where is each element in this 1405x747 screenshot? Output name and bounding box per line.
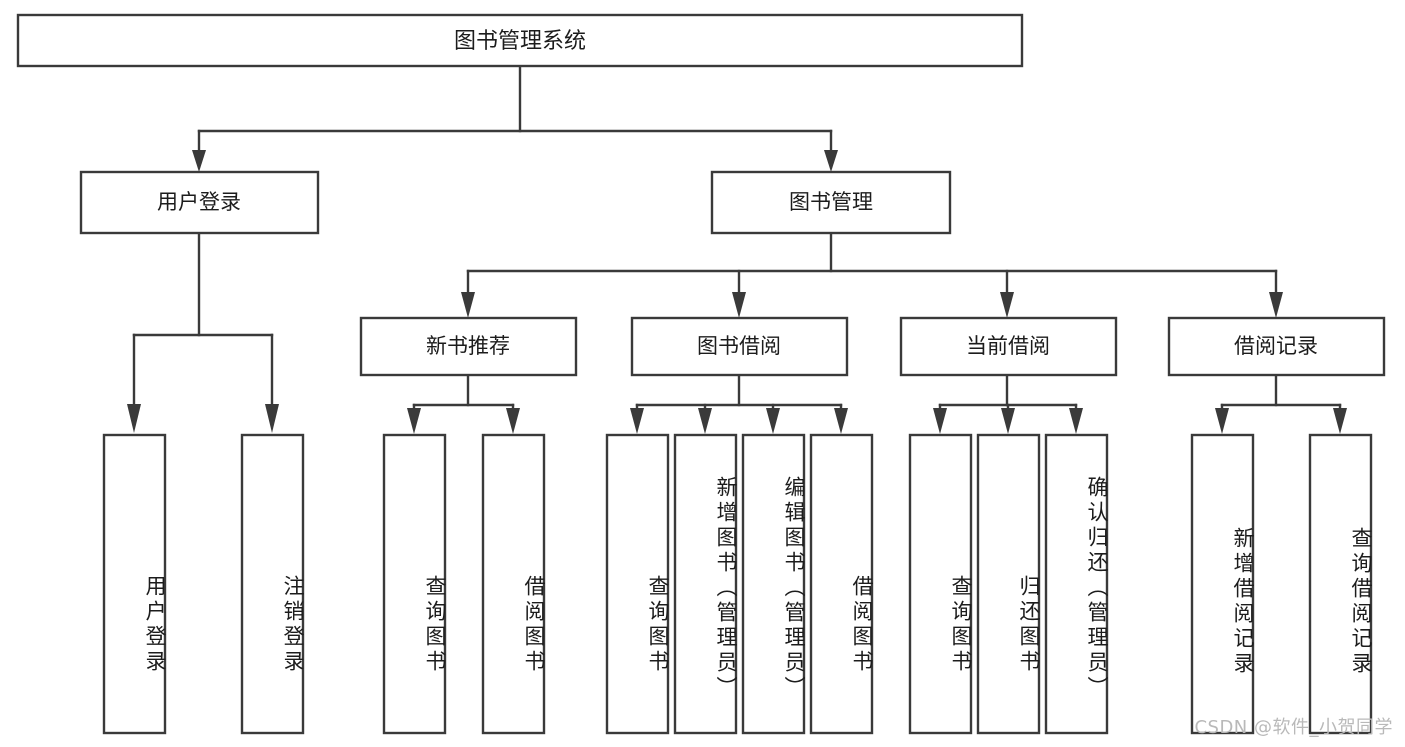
- arrowhead-nb-leaf-2: [506, 408, 520, 434]
- arrowhead-cb-leaf-3: [1069, 408, 1083, 434]
- node-box-group: [16, 13, 1386, 735]
- leaf-box-bb-borrow-book[interactable]: [809, 433, 874, 735]
- node-root-book-management-system[interactable]: [16, 13, 1024, 68]
- watermark-text: CSDN @软件_小贺同学: [1194, 717, 1393, 738]
- leaf-box-cb-return-book[interactable]: [976, 433, 1041, 735]
- arrowhead-current-borrow: [1000, 292, 1014, 318]
- arrowhead-bb-leaf-3: [766, 408, 780, 434]
- leaf-box-cb-query-book[interactable]: [908, 433, 973, 735]
- arrowhead-bb-leaf-1: [630, 408, 644, 434]
- arrowhead-bb-leaf-4: [834, 408, 848, 434]
- label-user-login: 用户登录: [157, 190, 241, 214]
- arrowhead-new-book: [461, 292, 475, 318]
- node-user-login[interactable]: [79, 170, 320, 235]
- node-label-group: 图书管理系统 用户登录 图书管理 新书推荐 图书借阅 当前借阅 借阅记录: [157, 29, 1318, 358]
- node-new-book-recommend[interactable]: [359, 316, 578, 377]
- node-book-management[interactable]: [710, 170, 952, 235]
- label-current-borrow: 当前借阅: [966, 334, 1050, 358]
- leaf-box-br-query-record[interactable]: [1308, 433, 1373, 735]
- arrowhead-book-manage: [824, 150, 838, 172]
- arrowhead-user-login: [192, 150, 206, 172]
- connector-group: [127, 64, 1347, 434]
- label-book-borrow: 图书借阅: [697, 334, 781, 358]
- arrowhead-leaf-user-login: [127, 404, 141, 433]
- leaf-box-nb-borrow-book[interactable]: [481, 433, 546, 735]
- leaf-box-bb-query-book[interactable]: [605, 433, 670, 735]
- label-root: 图书管理系统: [454, 29, 586, 54]
- label-new-book-recommend: 新书推荐: [426, 334, 510, 358]
- arrowhead-br-leaf-1: [1215, 408, 1229, 434]
- label-book-management: 图书管理: [789, 190, 873, 214]
- node-book-borrow[interactable]: [630, 316, 849, 377]
- leaf-box-bb-add-book[interactable]: [673, 433, 738, 735]
- label-borrow-record: 借阅记录: [1234, 334, 1318, 358]
- arrowhead-cb-leaf-2: [1001, 408, 1015, 434]
- arrowhead-borrow-record: [1269, 292, 1283, 318]
- arrowhead-leaf-logout: [265, 404, 279, 433]
- arrowhead-br-leaf-2: [1333, 408, 1347, 434]
- leaf-box-cb-confirm-return[interactable]: [1044, 433, 1109, 735]
- arrowhead-bb-leaf-2: [698, 408, 712, 434]
- arrowhead-nb-leaf-1: [407, 408, 421, 434]
- arrowhead-cb-leaf-1: [933, 408, 947, 434]
- leaf-box-user-login[interactable]: [102, 433, 167, 735]
- leaf-box-br-add-record[interactable]: [1190, 433, 1255, 735]
- node-current-borrow[interactable]: [899, 316, 1118, 377]
- arrowhead-book-borrow: [732, 292, 746, 318]
- leaf-box-nb-query-book[interactable]: [382, 433, 447, 735]
- leaf-box-bb-edit-book[interactable]: [741, 433, 806, 735]
- leaf-box-logout[interactable]: [240, 433, 305, 735]
- node-borrow-record[interactable]: [1167, 316, 1386, 377]
